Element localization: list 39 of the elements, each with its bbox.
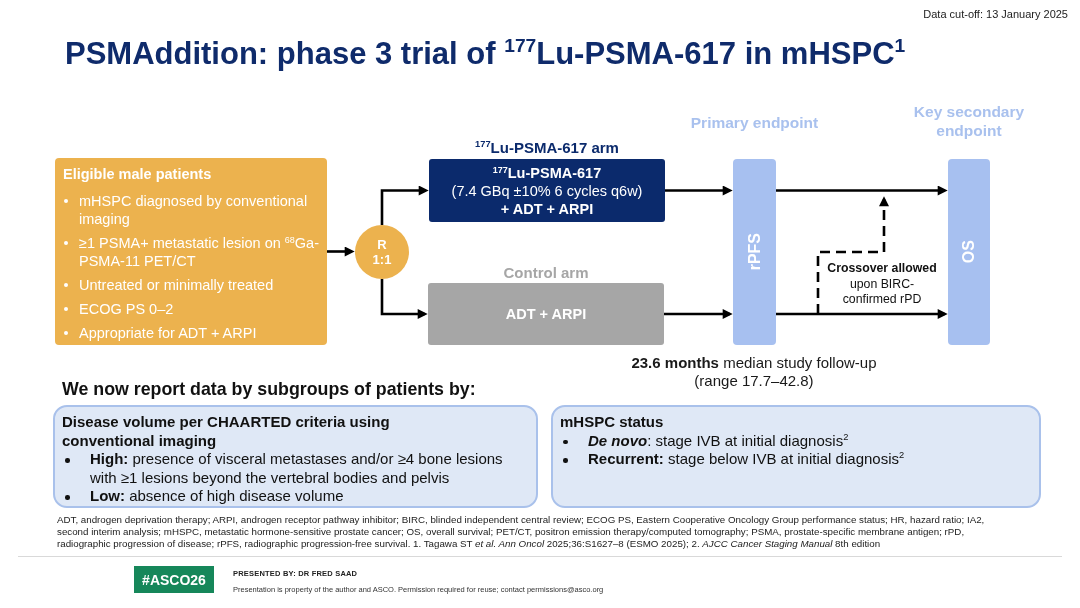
bullet-item: Appropriate for ADT + ARPI	[63, 324, 257, 342]
endpoint-label: OS	[960, 240, 978, 264]
arm-heading: Control arm	[503, 264, 589, 281]
date-note: Data cut-off: 13 January 2025	[923, 8, 1068, 21]
arrow	[665, 185, 733, 196]
arrow	[776, 185, 948, 196]
treatment-text: ADT + ARPI	[505, 305, 587, 323]
randomization-label: R 1:1	[371, 237, 393, 267]
eligibility-box	[55, 158, 327, 345]
arrow	[664, 309, 733, 319]
subgroup-panel	[551, 405, 1041, 508]
crossover-note: Crossover allowed upon BIRC-confirmed rPD	[826, 261, 938, 308]
follow-up-note: 23.6 months median study follow-up (range 17.7–42.8)	[630, 354, 878, 390]
arrow	[327, 246, 355, 257]
subgroup-panel	[53, 405, 538, 508]
treatment-text: $^{177}$Lu-PSMA-617	[492, 163, 602, 182]
slide-title: PSMAddition: phase 3 trial of $^{177}$Lu-PSMA-617 in mHSPC$^{1}$	[65, 36, 906, 72]
dosage-text: (7.4 GBq ±10% 6 cycles q6w)	[451, 181, 643, 200]
randomization-circle	[355, 225, 409, 279]
endpoint-heading: Key secondary endpoint	[912, 102, 1026, 140]
bullet-item: Recurrent: stage below IVB at initial diagnosis$^{2}$	[560, 450, 905, 469]
endpoint-heading: Primary endpoint	[690, 113, 819, 132]
bullet-item: ≥1 PSMA+ metastatic lesion on $^{68}$Ga-PSMA-11 PET/CT	[63, 234, 319, 270]
arrow	[380, 279, 428, 319]
bullet-item: Low: absence of high disease volume	[62, 487, 344, 506]
arrow	[776, 309, 948, 319]
endpoint-label: rPFS	[745, 233, 764, 271]
bullet-item: Untreated or minimally treated	[63, 276, 274, 294]
box-heading: Eligible male patients	[63, 165, 212, 183]
bullet-item: mHSPC diagnosed by conventional imaging	[63, 192, 319, 228]
footnote: ADT, androgen deprivation therapy; ARPI, androgen receptor pathway inhibitor; BIRC, blinded independent central review; ECOG PS, Eastern Cooperative Oncology Group performance status; HR, hazard ratio; IA2, second interim analysis; mHSPC, metastatic hormone-sensitive prostate cancer; OS, overall survival; PET/CT, positron emission therapy/computed tomography; PSMA, prostate-specific membrane antigen; rPD, radiographic progression of disease; rPFS, radiographic progression-free survival. 1. Tagawa ST et al. Ann Oncol 2025;36:S1627–8 (ESMO 2025); 2. AJCC Cancer Staging Manual 8th edition	[57, 514, 986, 551]
bullet-item: ECOG PS 0–2	[63, 300, 174, 318]
hashtag-badge: #ASCO26	[134, 566, 214, 593]
section-heading: We now report data by subgroups of patients by:	[62, 379, 476, 400]
bullet-item: De novo: stage IVB at initial diagnosis$^{2}$	[560, 431, 849, 450]
panel-heading: mHSPC status	[560, 413, 664, 432]
arm-heading: $^{177}$Lu-PSMA-617 arm	[475, 139, 619, 156]
treatment-text: + ADT + ARPI	[500, 199, 594, 218]
arrow	[380, 185, 429, 225]
